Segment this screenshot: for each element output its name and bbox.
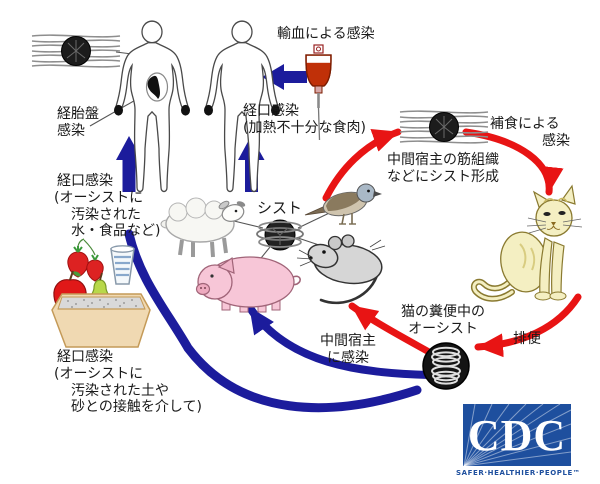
blue-arrow-oocyst-to-pig bbox=[246, 304, 433, 379]
water-glass-icon bbox=[110, 245, 135, 285]
cdc-logo-tagline: SAFER·HEALTHIER·PEOPLE™ bbox=[456, 469, 581, 477]
label-predation-infection: 補食による 感染 bbox=[490, 116, 570, 149]
label-oral-infection-meat: 経口感染 (加熱不十分な食肉) bbox=[243, 103, 366, 136]
blue-curve-oocyst-to-human bbox=[124, 229, 422, 413]
pig-icon bbox=[195, 256, 301, 313]
bird-icon bbox=[304, 183, 382, 225]
red-arrow-cyst-to-cat bbox=[462, 128, 564, 196]
strawberry-icon bbox=[67, 238, 104, 282]
label-transfusion-infection: 輸血による感染 bbox=[277, 26, 375, 42]
label-transplacental-infection: 経胎盤 感染 bbox=[57, 106, 99, 139]
cdc-logo bbox=[463, 404, 571, 466]
muscle-cyst-icon bbox=[399, 110, 489, 144]
blood-bag-icon bbox=[305, 44, 332, 141]
red-arrow-oocyst-to-mouse bbox=[348, 302, 433, 356]
sheep-icon bbox=[160, 197, 246, 258]
label-oral-infection-soil-sand: 経口感染 (オーシストに 汚染された土や 砂との接触を介して) bbox=[54, 349, 202, 416]
label-oral-infection-water-food: 経口感染 (オーシストに 汚染された 水・食品など) bbox=[54, 173, 161, 240]
label-cyst-formation: 中間宿主の筋組織 などにシスト形成 bbox=[387, 152, 499, 185]
label-infect-intermediate-host: 中間宿主 に感染 bbox=[320, 333, 376, 366]
cdc-logo-acronym: CDC bbox=[467, 410, 567, 460]
label-cyst: シスト bbox=[257, 199, 303, 217]
red-arrow-cat-to-oocyst bbox=[474, 293, 582, 358]
blue-arrow-transfusion bbox=[262, 64, 307, 90]
mouse-icon bbox=[296, 234, 386, 305]
pregnant-woman-figure bbox=[113, 20, 191, 193]
litter-box-icon bbox=[51, 293, 151, 348]
oocyst-icon bbox=[422, 342, 470, 390]
red-arrow-animals-to-muscle-cyst bbox=[322, 128, 402, 202]
cyst-icon-center bbox=[256, 219, 304, 251]
cat-icon bbox=[470, 184, 583, 302]
label-defecation: 排便 bbox=[513, 331, 541, 347]
label-oocyst-in-feces: 猫の糞便中の オーシスト bbox=[401, 304, 485, 337]
fetus-icon bbox=[147, 75, 160, 99]
tissue-cyst-icon bbox=[31, 34, 121, 68]
